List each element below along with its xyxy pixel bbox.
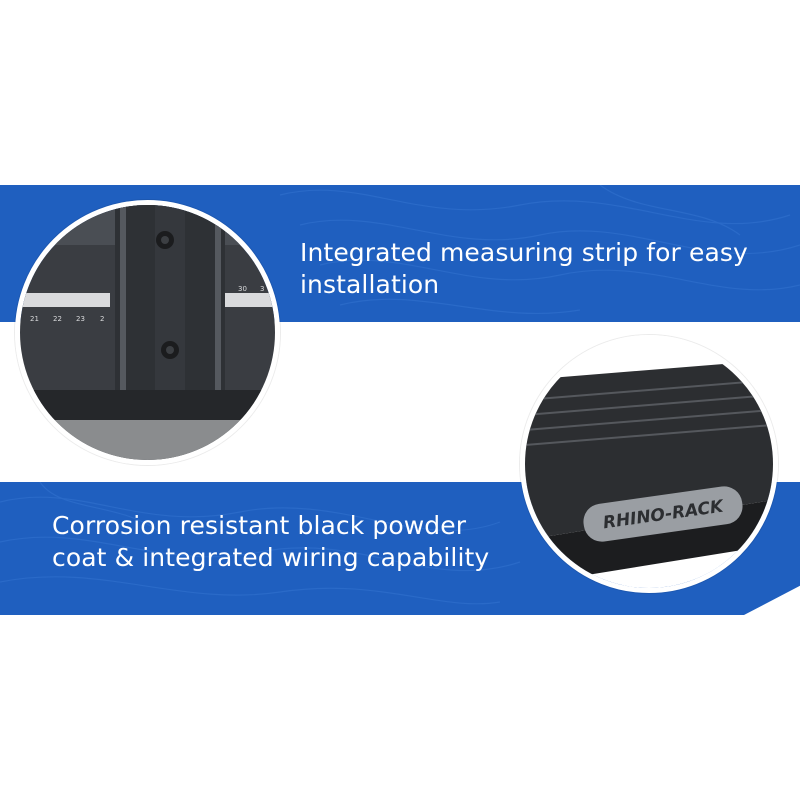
- strip-tick-label: 22: [53, 315, 62, 323]
- measuring-strip: [20, 293, 110, 307]
- strip-tick-label: 23: [76, 315, 85, 323]
- feature-text-line: Integrated measuring strip for easy: [300, 238, 748, 267]
- feature-measuring-strip-text: Integrated measuring strip for easy inst…: [300, 237, 770, 301]
- strip-tick-label: 2: [100, 315, 104, 323]
- strip-tick-label: 3: [260, 285, 264, 293]
- topographic-pattern: [0, 482, 521, 605]
- feature-text-line: installation: [300, 270, 440, 299]
- measuring-strip-closeup-image: 21 22 23 2 30 3: [15, 200, 280, 465]
- strip-tick-label: 30: [238, 285, 247, 293]
- feature-text-line: coat & integrated wiring capability: [52, 543, 490, 572]
- powder-coat-closeup-image: RHINO-RACK: [520, 335, 778, 593]
- feature-text-line: Corrosion resistant black powder: [52, 511, 467, 540]
- topographic-pattern: [279, 185, 800, 314]
- feature-powder-coat-text: Corrosion resistant black powder coat & …: [52, 510, 492, 574]
- rhino-rack-logo-plate: [583, 486, 743, 542]
- strip-tick-label: 21: [30, 315, 39, 323]
